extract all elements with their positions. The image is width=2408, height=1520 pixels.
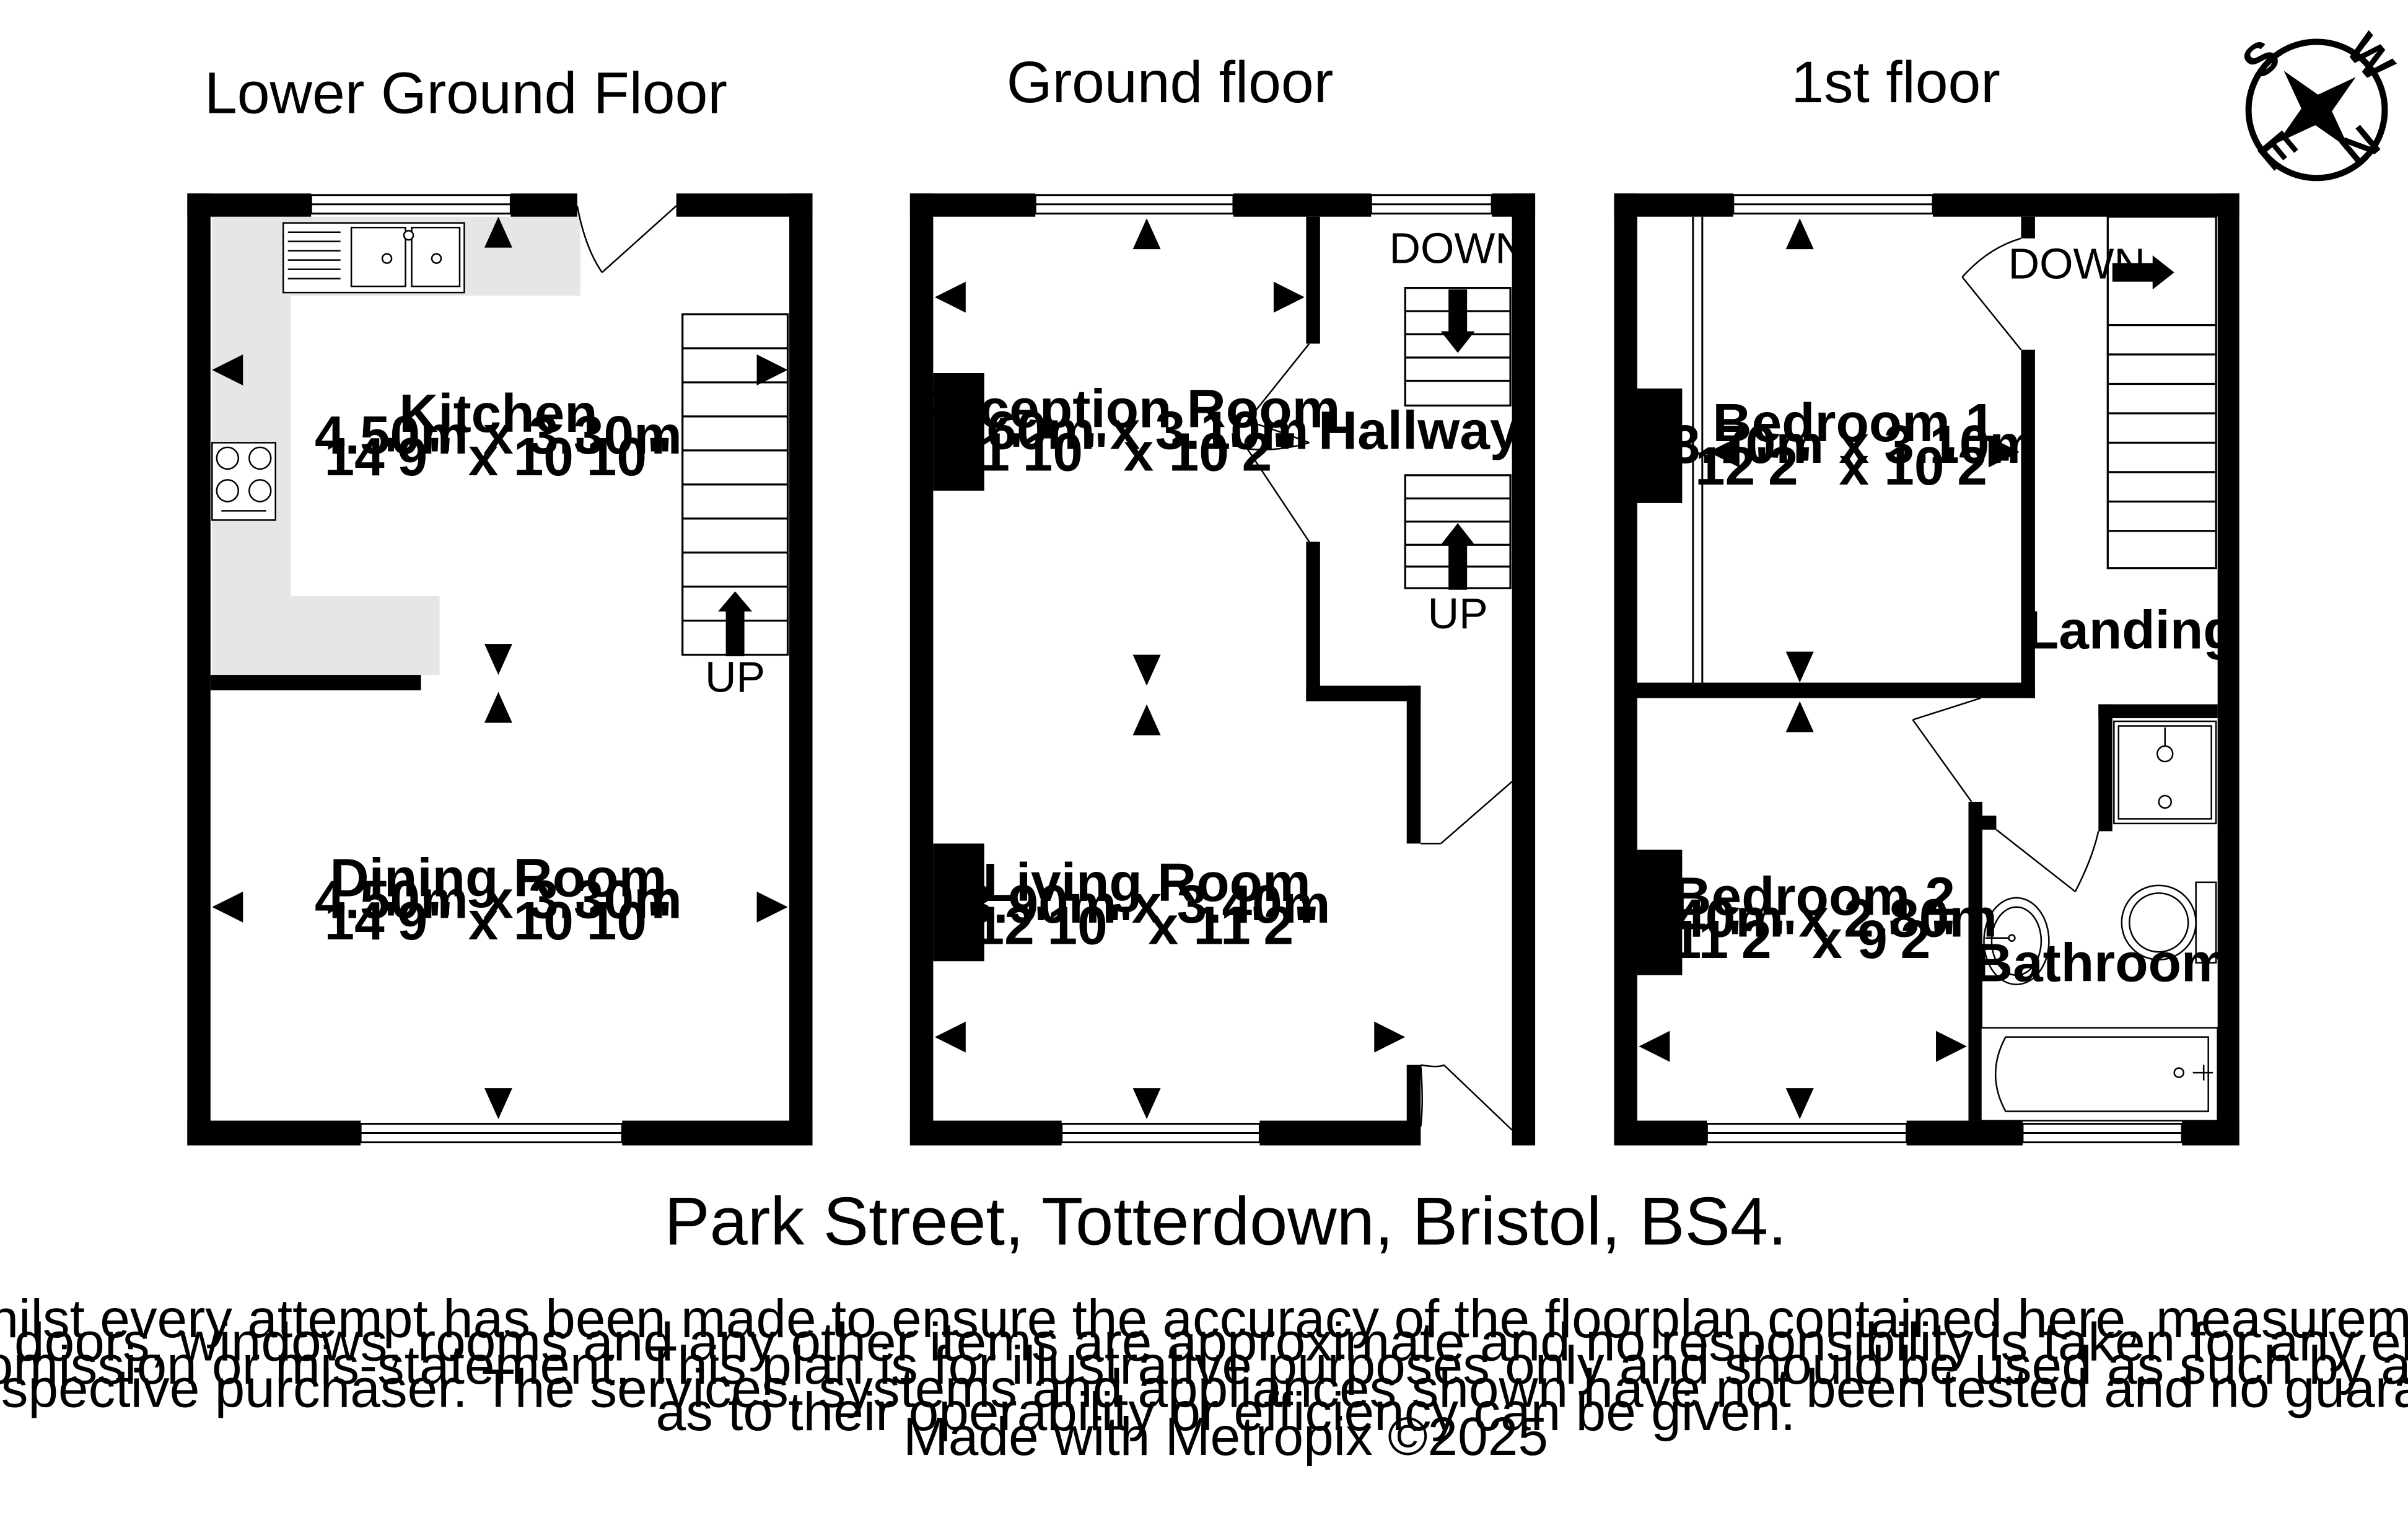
first-floor-walls <box>1614 193 2239 1146</box>
lower-ground-floor-plan: Lower Ground Floor <box>187 60 813 1146</box>
ground-windows <box>1034 194 1493 1143</box>
room-imperial-reception: 11'10" x 10'2" <box>953 421 1298 482</box>
shower-tray <box>2113 720 2217 825</box>
reception-double-door-swing <box>1246 343 1310 542</box>
hallway-door-swing <box>1421 781 1513 845</box>
bedroom1-door-swing <box>1961 237 2022 351</box>
room-name-living: Living Room <box>983 852 1310 913</box>
room-name-hallway: Hallway <box>1318 400 1520 460</box>
room-name-bedroom1: Bedroom 1 <box>1712 392 1995 453</box>
room-imperial-dining: 14'9" x 10'10" <box>324 890 672 951</box>
ground-floor-plan: Ground floor <box>909 50 1536 1146</box>
disclaimer: Whilst every attempt has been made to en… <box>0 1288 2408 1467</box>
bedroom1-wardrobe <box>1691 216 1710 683</box>
room-name-bedroom2: Bedroom 2 <box>1672 866 1955 926</box>
floor-title-lower-ground: Lower Ground Floor <box>204 60 727 126</box>
compass-rose: S W N E <box>2232 24 2405 182</box>
room-metric-living: 3.90m x 3.40m <box>963 874 1331 934</box>
first-floor-measure-arrows <box>1639 218 2020 1120</box>
property-address: Park Street, Totterdown, Bristol, BS4. <box>664 1184 1787 1259</box>
lower-ground-windows <box>310 194 623 1143</box>
toilet <box>2121 881 2217 964</box>
wash-basin <box>1983 897 2050 985</box>
lower-ground-walls <box>187 193 813 1146</box>
room-metric-reception: 3.60m x 3.10m <box>942 400 1309 460</box>
room-metric-dining: 4.50m x 3.30m <box>315 869 682 929</box>
kitchen-counter <box>212 216 580 675</box>
disclaimer-line: of doors, windows, rooms and any other i… <box>0 1312 2408 1373</box>
stairs-down-arrow-icon <box>2112 255 2174 290</box>
stairs-down-label-ground: DOWN <box>1389 224 1526 273</box>
room-imperial-bedroom1: 12'2" x 10'2" <box>1695 436 2013 496</box>
front-door-swing <box>1419 1064 1513 1131</box>
disclaimer-line: omission or mis-statement. This plan is … <box>0 1335 2408 1395</box>
room-imperial-kitchen: 14'9" x 10'10" <box>324 426 672 487</box>
room-name-bathroom: Bathroom <box>1974 933 2230 993</box>
stairs-up-arrow-icon <box>718 591 753 657</box>
first-floor-windows <box>1705 194 2183 1143</box>
room-name-landing: Landing <box>2026 600 2236 661</box>
room-imperial-living: 12'10" x 11'2" <box>974 895 1320 956</box>
room-name-reception: Reception Room <box>910 378 1340 439</box>
metropix-credit: Made with Metropix ©2025 <box>903 1406 1548 1467</box>
room-metric-bedroom2: 3.40m x 2.80m <box>1630 887 1997 948</box>
stairs-down-arrow-icon <box>1440 289 1475 353</box>
ground-walls <box>909 193 1536 1146</box>
room-imperial-bedroom2: 11'2" x 9'2" <box>1671 909 1956 970</box>
lower-ground-measure-arrows <box>212 216 788 1120</box>
bathroom-door-swing <box>1995 828 2099 892</box>
stairs-up-label-ground: UP <box>1428 589 1488 638</box>
kitchen-sink <box>282 222 465 294</box>
floor-title-ground: Ground floor <box>1007 50 1334 115</box>
stairs-up-arrow-icon <box>1440 523 1475 590</box>
room-metric-bedroom1: 3.70m x 3.10m <box>1670 414 2038 475</box>
kitchen-hob <box>211 442 276 521</box>
room-name-dining: Dining Room <box>330 847 667 908</box>
first-floor-plan: 1st floor <box>1614 50 2239 1146</box>
disclaimer-line: as to their operability or efficiency ca… <box>656 1381 1796 1442</box>
room-metric-kitchen: 4.50m x 3.30m <box>315 405 682 465</box>
bathtub <box>1980 1027 2218 1122</box>
kitchen-door-swing <box>576 205 677 273</box>
floor-title-first: 1st floor <box>1791 50 2000 115</box>
disclaimer-line: prospective purchaser. The services, sys… <box>0 1358 2408 1419</box>
stairs-down-label-first: DOWN <box>2008 240 2145 288</box>
room-name-kitchen: Kitchen <box>399 383 598 444</box>
bedroom2-door-swing <box>1912 697 1981 802</box>
stairs-up-label: UP <box>705 653 765 701</box>
ground-measure-arrows <box>934 218 1406 1120</box>
compass-star-icon <box>2277 71 2356 149</box>
disclaimer-line: Whilst every attempt has been made to en… <box>0 1288 2408 1349</box>
